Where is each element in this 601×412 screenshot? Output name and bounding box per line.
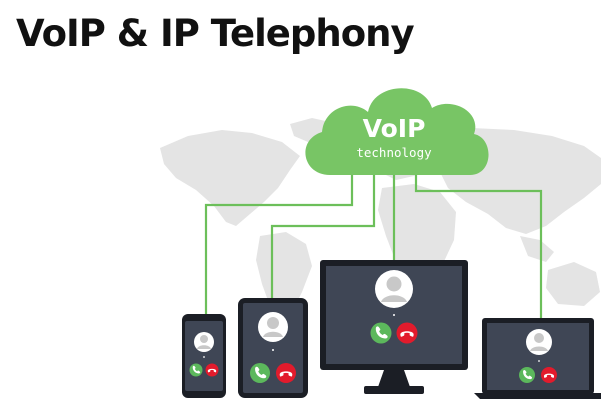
monitor-stand (378, 370, 410, 387)
avatar-icon (194, 332, 214, 352)
device-tablet (238, 298, 308, 398)
map-north-america (160, 130, 300, 226)
monitor-base (364, 386, 424, 394)
accept-call-icon[interactable] (519, 367, 535, 383)
accept-call-icon[interactable] (370, 322, 392, 344)
avatar-icon (258, 312, 288, 342)
connection-line-laptop (414, 168, 543, 320)
cloud-subtitle: technology (356, 145, 432, 160)
decline-call-icon[interactable] (276, 363, 296, 383)
device-desktop-monitor (320, 260, 468, 394)
tablet-status-dot (272, 349, 274, 351)
decline-call-icon[interactable] (205, 363, 219, 377)
laptop-status-dot (538, 360, 540, 362)
accept-call-icon[interactable] (189, 363, 203, 377)
smartphone-status-dot (203, 356, 205, 358)
connection-line-tablet (270, 168, 376, 300)
map-australia (546, 262, 600, 306)
avatar-icon (526, 329, 552, 355)
voip-cloud: VoIP technology (305, 88, 489, 175)
connection-line-smartphone (204, 168, 354, 315)
smartphone-screen (185, 321, 223, 391)
cloud-title: VoIP (363, 114, 426, 143)
cloud-shape (305, 88, 489, 175)
page-title: VoIP & IP Telephony (16, 12, 415, 55)
map-southeast-asia (520, 236, 554, 262)
network-connections (204, 168, 543, 320)
laptop-base (474, 393, 601, 399)
decline-call-icon[interactable] (541, 367, 557, 383)
decline-call-icon[interactable] (396, 322, 418, 344)
map-south-america (256, 232, 312, 336)
accept-call-icon[interactable] (250, 363, 270, 383)
device-laptop (474, 318, 601, 399)
device-smartphone (182, 314, 226, 398)
monitor-status-dot (393, 314, 395, 316)
avatar-icon (375, 270, 413, 308)
